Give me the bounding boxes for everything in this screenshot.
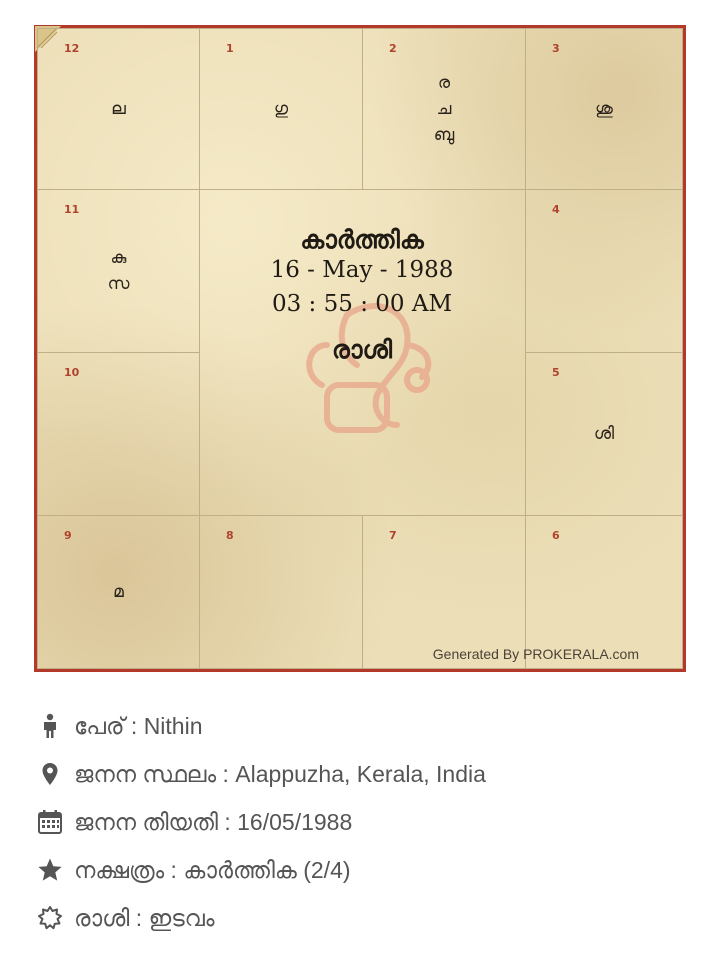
detail-label: നക്ഷത്രം xyxy=(74,856,165,883)
generated-by-credit: Generated By PROKERALA.com xyxy=(432,646,639,662)
house-number: 1 xyxy=(226,42,234,55)
detail-label: രാശി xyxy=(74,904,130,931)
house-number: 4 xyxy=(552,203,560,216)
detail-label: ജനന തിയതി xyxy=(74,808,218,835)
house-3: 3 ശു xyxy=(525,28,683,190)
detail-value: Alappuzha, Kerala, India xyxy=(235,760,486,787)
house-planets: ശു xyxy=(526,96,682,122)
planet-label: മ xyxy=(113,582,124,602)
house-6: 6 xyxy=(525,515,683,669)
birth-time: 03 : 55 : 00 AM xyxy=(271,291,452,317)
house-number: 11 xyxy=(64,203,80,216)
detail-value: ഇടവം xyxy=(148,904,215,931)
planet-label: ബു xyxy=(433,125,455,145)
detail-label: ജനന സ്ഥലം xyxy=(74,760,217,787)
detail-value: 16/05/1988 xyxy=(237,808,353,835)
house-5: 5 ശി xyxy=(525,352,683,516)
detail-value: Nithin xyxy=(143,712,203,739)
sun-icon xyxy=(36,904,64,932)
house-number: 9 xyxy=(64,529,72,542)
birth-details: പേര് : Nithin ജനന സ്ഥലം : Alappuzha, Ker… xyxy=(36,702,696,942)
house-number: 8 xyxy=(226,529,234,542)
person-icon xyxy=(36,712,64,740)
house-number: 2 xyxy=(389,42,397,55)
calendar-icon xyxy=(36,808,64,836)
nakshatra-title: കാർത്തിക xyxy=(300,225,424,254)
house-number: 10 xyxy=(64,366,80,379)
planet-label: ശി xyxy=(593,424,615,444)
house-8: 8 xyxy=(199,515,363,669)
detail-value: കാർത്തിക (2/4) xyxy=(183,856,351,883)
planet-label: ര xyxy=(437,73,451,93)
house-number: 3 xyxy=(552,42,560,55)
planet-label: ല xyxy=(111,99,126,119)
house-planets: കു സ xyxy=(38,245,199,297)
planet-label: സ xyxy=(107,274,130,294)
house-number: 12 xyxy=(64,42,80,55)
detail-separator: : xyxy=(129,904,149,931)
detail-separator: : xyxy=(216,760,236,787)
house-planets: ര ച ബു xyxy=(363,70,525,148)
house-number: 7 xyxy=(389,529,397,542)
detail-separator: : xyxy=(217,808,238,835)
detail-label: പേര് xyxy=(74,712,125,739)
house-10: 10 xyxy=(37,352,200,516)
corner-ornament-icon xyxy=(35,26,61,52)
location-pin-icon xyxy=(36,760,64,788)
house-11: 11 കു സ xyxy=(37,189,200,353)
detail-place: ജനന സ്ഥലം : Alappuzha, Kerala, India xyxy=(36,750,696,798)
house-planets: മ xyxy=(38,579,199,605)
house-number: 5 xyxy=(552,366,560,379)
house-1: 1 ഗു xyxy=(199,28,363,190)
star-icon xyxy=(36,856,64,884)
house-2: 2 ര ച ബു xyxy=(362,28,526,190)
detail-nakshatra: നക്ഷത്രം : കാർത്തിക (2/4) xyxy=(36,846,696,894)
planet-label: ഗു xyxy=(273,99,289,119)
house-planets: ല xyxy=(38,96,199,122)
planet-label: ശു xyxy=(595,99,613,119)
house-12: 12 ല xyxy=(37,28,200,190)
rasi-chart: 12 ല 1 ഗു 2 ര ച ബു 3 ശു 11 കു സ 10 xyxy=(34,25,686,672)
planet-label: ച xyxy=(436,99,452,119)
detail-separator: : xyxy=(164,856,184,883)
house-9: 9 മ xyxy=(37,515,200,669)
ganesha-watermark-icon xyxy=(306,303,432,433)
house-planets: ഗു xyxy=(200,96,362,122)
house-planets: ശി xyxy=(526,421,682,447)
detail-date: ജനന തിയതി : 16/05/1988 xyxy=(36,798,696,846)
chart-title: രാശി xyxy=(331,335,393,364)
planet-label: കു xyxy=(110,248,127,268)
birth-date: 16 - May - 1988 xyxy=(270,257,454,283)
house-number: 6 xyxy=(552,529,560,542)
detail-name: പേര് : Nithin xyxy=(36,702,696,750)
detail-separator: : xyxy=(124,712,144,739)
detail-rasi: രാശി : ഇടവം xyxy=(36,894,696,942)
house-4: 4 xyxy=(525,189,683,353)
chart-center: കാർത്തിക 16 - May - 1988 03 : 55 : 00 AM… xyxy=(199,190,525,514)
